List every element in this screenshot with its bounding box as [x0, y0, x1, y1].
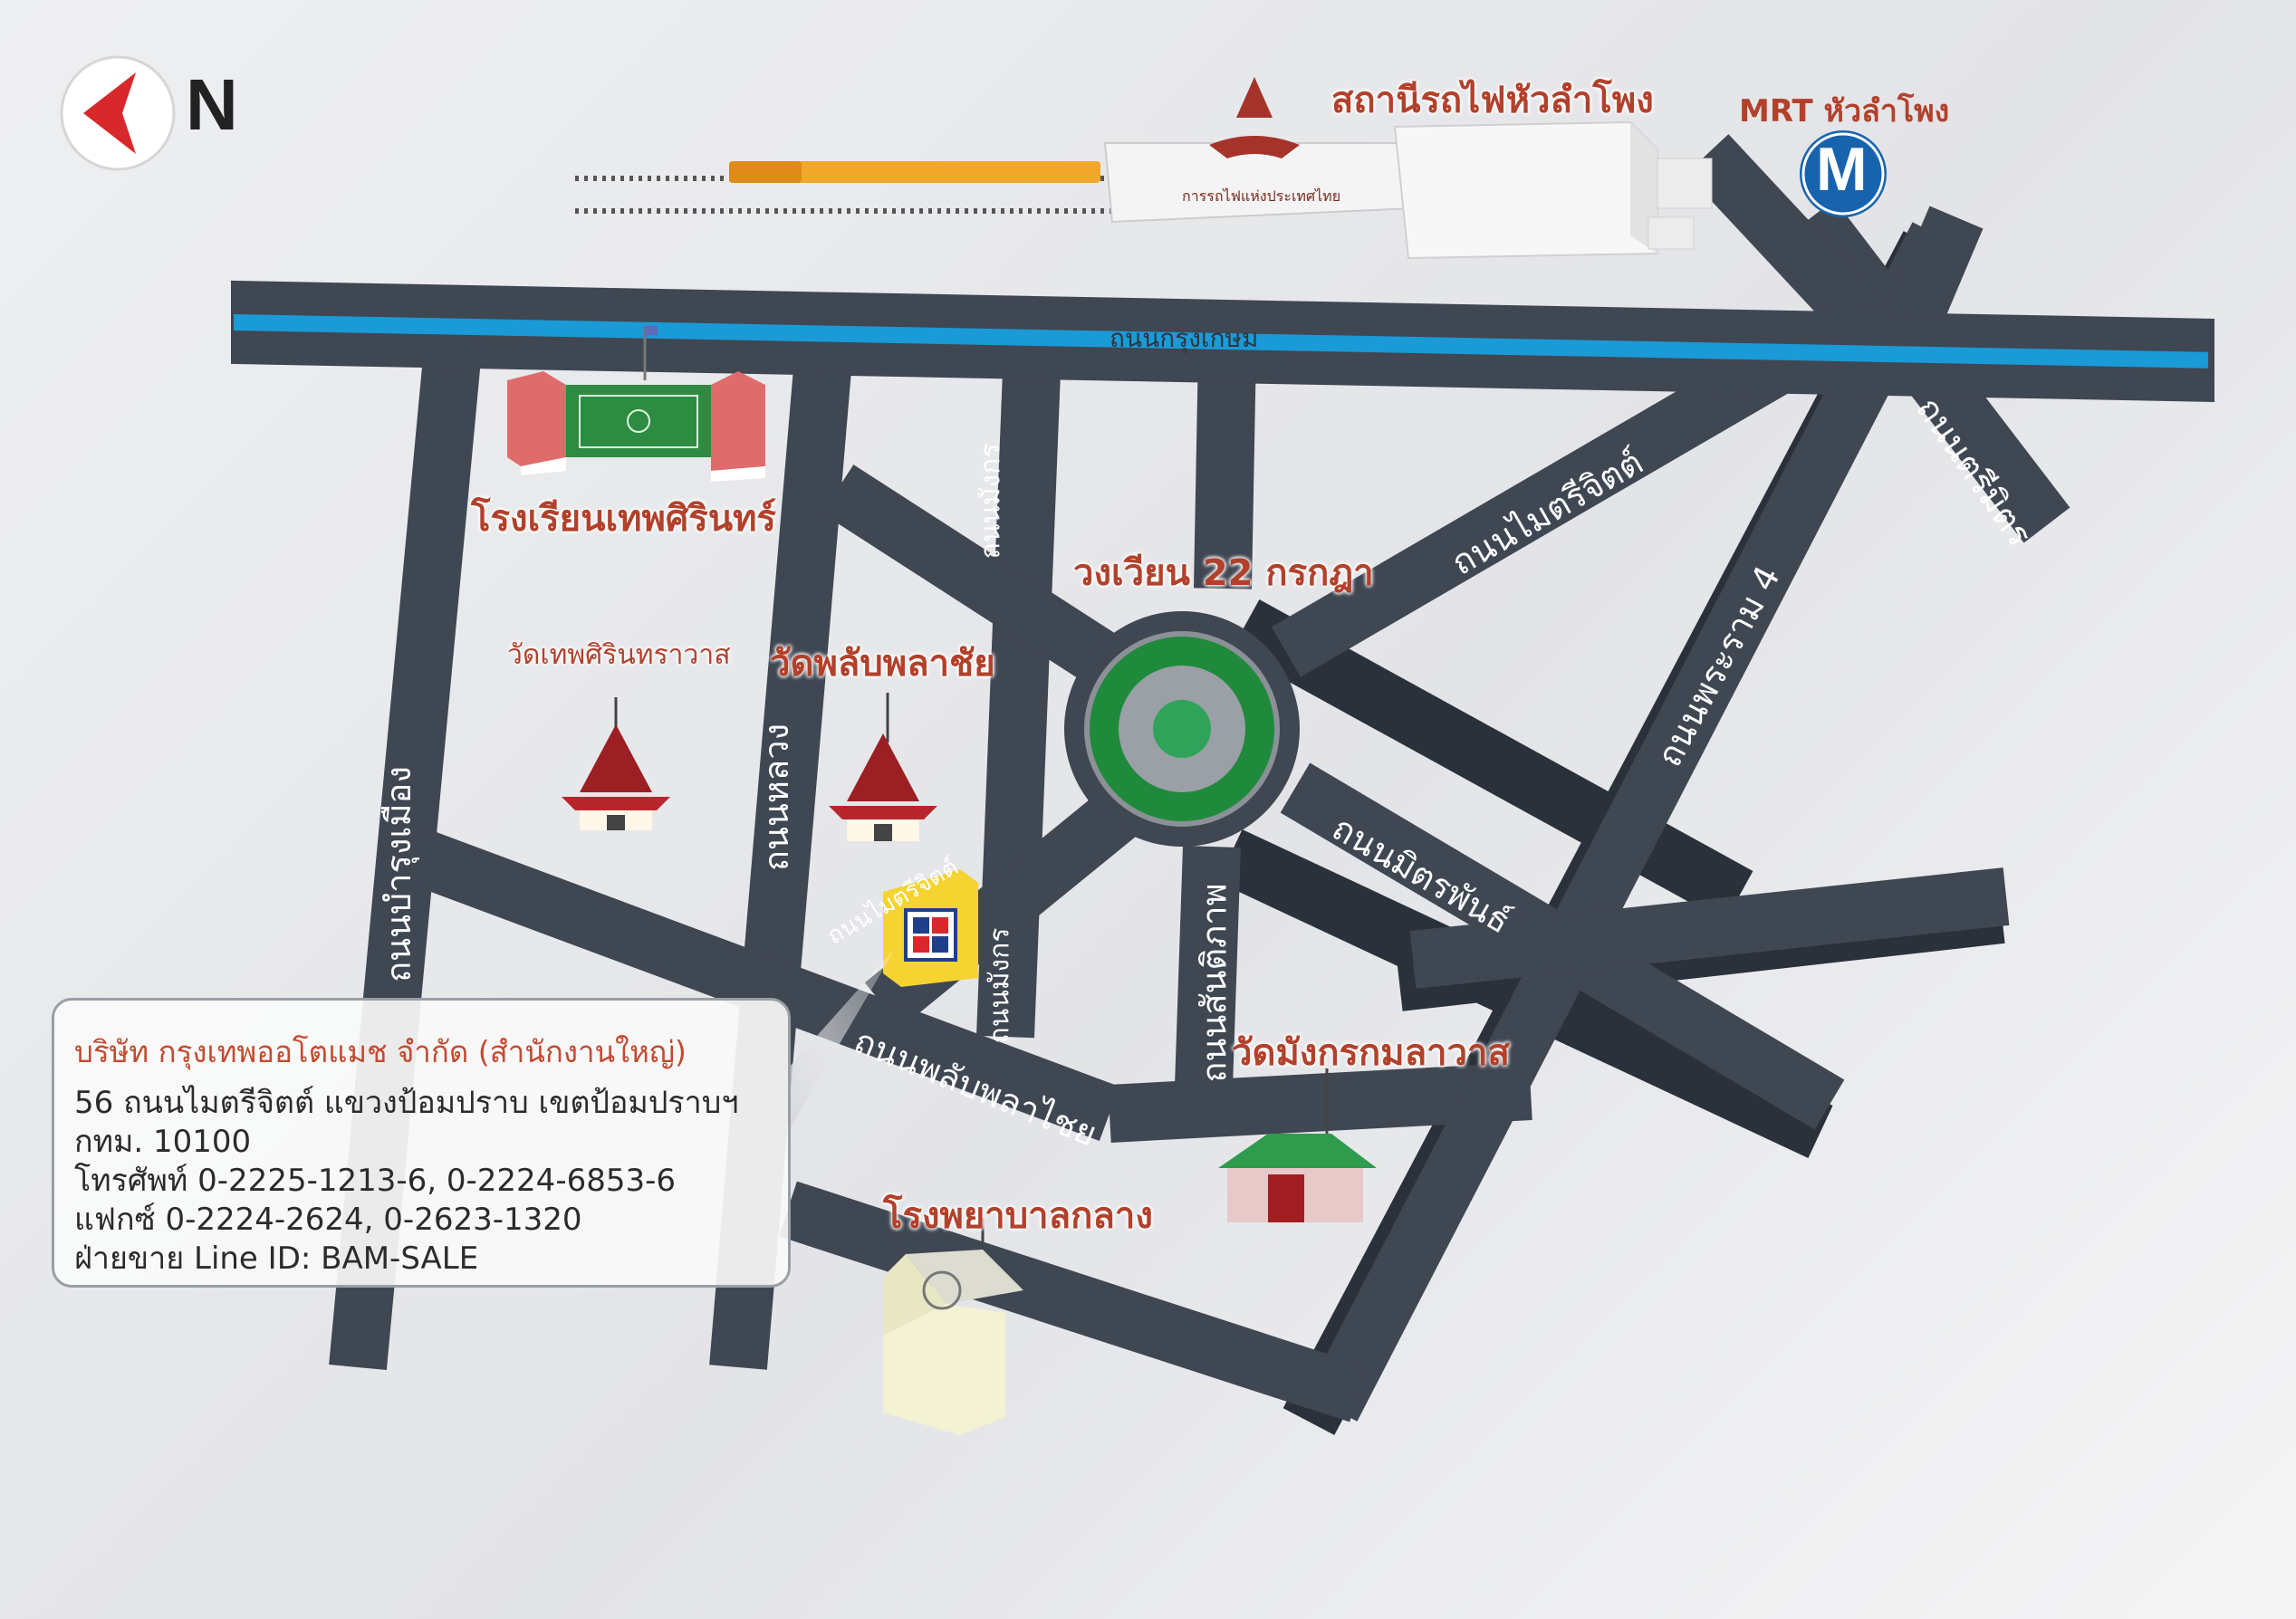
road-network: [231, 134, 2214, 1435]
wat-mangkon-label: วัดมังกรกมลาวาส: [1232, 1032, 1510, 1074]
temple-icon-phlapphla: [829, 693, 937, 841]
srt-emblem: [1236, 77, 1273, 118]
road-rama4-branch: [1409, 867, 2010, 989]
station-building: [1103, 77, 1713, 260]
srt-caption: การรถไฟแห่งประเทศไทย: [1182, 187, 1341, 205]
road-label-luang: ถนนหลวง: [756, 723, 797, 872]
road-phlapphla-chai-east: [1108, 1062, 1532, 1143]
sales-line: ฝ่ายขาย Line ID: BAM-SALE: [74, 1241, 479, 1277]
mrt-name: หัวลำโพง: [1823, 93, 1950, 129]
hospital-label: โรงพยาบาลกลาง: [883, 1195, 1153, 1237]
road-santiphap: [1174, 845, 1241, 1116]
road-santiphap-north: [1194, 348, 1256, 589]
company-building[interactable]: [883, 869, 978, 987]
canal: [234, 313, 2208, 369]
mrt-icon: [1800, 130, 1887, 217]
railway: [575, 161, 1114, 214]
phone-line: โทรศัพท์ 0-2225-1213-6, 0-2224-6853-6: [74, 1163, 677, 1199]
north-label: N: [186, 64, 238, 145]
road-label-mangkon-upper: ถนนมังกร: [975, 443, 1007, 560]
road-south: [779, 1181, 1368, 1423]
train: [729, 161, 1100, 183]
address-line-2: กทม. 10100: [74, 1124, 252, 1160]
roundabout-label: วงเวียน 22 กรกฎา: [1073, 552, 1374, 594]
company-title: บริษัท กรุงเทพออโตแมช จำกัด (สำนักงานใหญ…: [74, 1034, 687, 1069]
school-building: [507, 326, 765, 482]
road-label-bamrung-mueang: ถนนบำรุงเมือง: [378, 766, 418, 982]
compass-icon: [60, 55, 176, 171]
school-label: โรงเรียนเทพศิรินทร์: [471, 498, 776, 540]
wat-thepsirin-label: วัดเทพศิรินทราวาส: [507, 639, 731, 671]
hospital-building: [883, 1218, 1023, 1435]
station-label: สถานีรถไฟหัวลำโพง: [1331, 80, 1654, 121]
mrt-label: MRT หัวลำโพง: [1739, 86, 1949, 135]
temple-icon-thepsirin: [562, 697, 670, 830]
address-line-1: 56 ถนนไมตรีจิตต์ แขวงป้อมปราบ เขตป้อมปรา…: [74, 1085, 739, 1121]
callout-pointer: [788, 946, 897, 1132]
road-label-santiphap: ถนนสันติภาพ: [1194, 883, 1234, 1083]
chinese-temple-icon: [1218, 1068, 1377, 1222]
road-phlapphla-chai: [406, 829, 1120, 1141]
mrt-letter: M: [1816, 135, 1868, 204]
road-label-mangkon-lower: ถนนมังกร: [984, 927, 1016, 1044]
mrt-prefix: MRT: [1739, 93, 1813, 129]
road-label-krung-kasem: ถนนกรุงเกษม: [1110, 323, 1259, 353]
fax-line: แฟกซ์ 0-2224-2624, 0-2623-1320: [74, 1202, 582, 1238]
road-upper-left-radial: [821, 465, 1135, 695]
company-info-box: [52, 998, 791, 1288]
wat-phlapphla-label: วัดพลับพลาชัย: [770, 643, 995, 685]
road-rama4: [1305, 222, 1965, 1422]
